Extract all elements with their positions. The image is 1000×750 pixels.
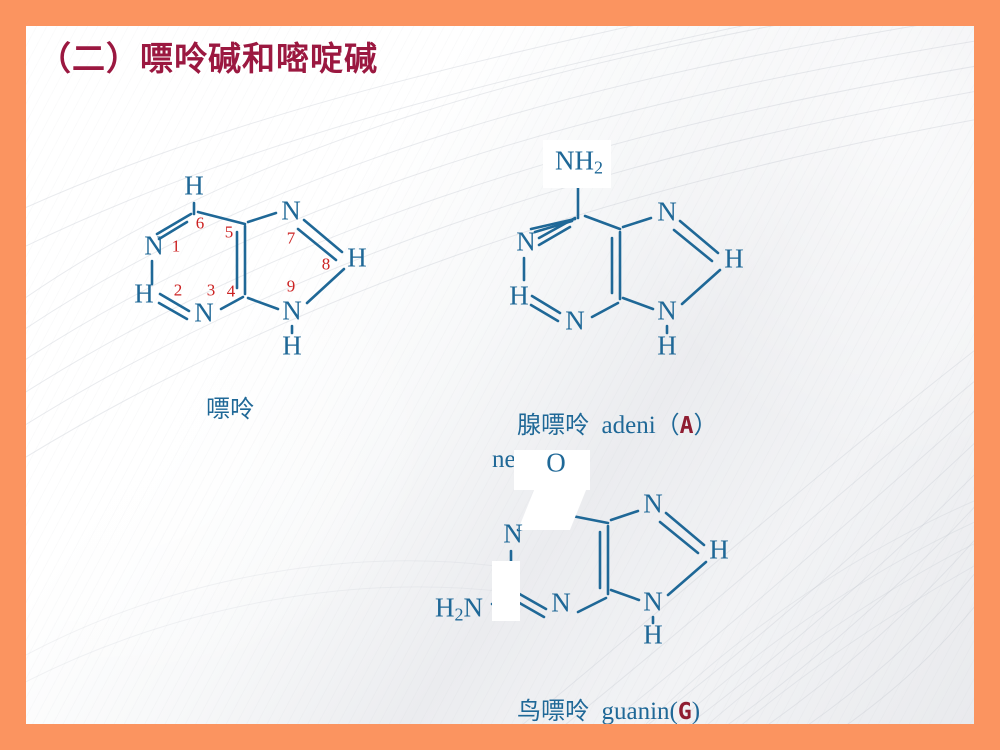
guanine-patch-top (514, 450, 590, 490)
purine-position-9: 9 (286, 276, 296, 296)
purine-atom-h-bottom: H (282, 330, 302, 361)
adenine-caption-paren-close: ） (693, 410, 718, 439)
guanine-atom-n3: N (551, 587, 571, 618)
purine-bonds (150, 201, 346, 335)
purine-structure: H N H N N H N H 1 2 3 4 5 6 7 8 9 (26, 26, 974, 724)
guanine-atom-h2n: H2N (435, 592, 483, 625)
adenine-atom-n1: N (516, 226, 536, 257)
adenine-caption-wrap: ne (492, 446, 516, 473)
guanine-caption-paren-close: ) (691, 697, 701, 725)
purine-atom-n7: N (281, 195, 301, 226)
guanine-atom-n7: N (643, 488, 663, 519)
guanine-atom-h-bottom: H (643, 619, 663, 650)
purine-atom-n9: N (282, 295, 302, 326)
guanine-caption-cjk: 鸟嘌呤 (517, 696, 589, 725)
adenine-atom-h-left: H (509, 280, 529, 311)
guanine-caption: 鸟嘌呤 guanin(G)e (492, 660, 822, 725)
adenine-atom-n7: N (657, 196, 677, 227)
guanine-caption-letter: G (677, 698, 692, 725)
guanine-patch-left (492, 561, 520, 621)
purine-atom-h-left: H (134, 278, 154, 309)
purine-position-2: 2 (173, 280, 183, 300)
page-title: （二）嘌呤碱和嘧啶碱 (38, 39, 378, 78)
purine-position-6: 6 (195, 213, 205, 233)
slide-canvas: （二）嘌呤碱和嘧啶碱 (26, 26, 974, 724)
guanine-caption-paren-open: ( (669, 697, 678, 725)
purine-caption: 嘌呤 (181, 358, 254, 462)
guanine-atom-h-right: H (709, 534, 729, 565)
adenine-caption-paren-open: （ (655, 410, 680, 439)
adenine-atom-h-bottom: H (657, 330, 677, 361)
purine-position-8: 8 (321, 254, 331, 274)
purine-atom-h-right: H (347, 242, 367, 273)
guanine-structure: O N H2N N N H N H (26, 26, 974, 724)
adenine-bonds (522, 179, 722, 335)
purine-atom-n1: N (144, 230, 164, 261)
adenine-atom-nh2: NH2 (555, 145, 603, 178)
purine-position-4: 4 (226, 281, 236, 301)
purine-atom-h-top: H (184, 170, 204, 201)
adenine-atom-n9: N (657, 295, 677, 326)
guanine-atom-o: O (546, 447, 566, 478)
guanine-atom-n1: N (503, 518, 523, 549)
adenine-caption-latin: adeni (601, 411, 656, 439)
adenine-atom-h-right: H (724, 243, 744, 274)
adenine-structure: NH2 N H N N H N H (26, 26, 974, 724)
purine-position-5: 5 (224, 222, 234, 242)
guanine-caption-latin: guanin (601, 697, 670, 725)
adenine-caption-letter: A (679, 412, 694, 439)
purine-position-1: 1 (171, 236, 181, 256)
purine-caption-text: 嘌呤 (206, 394, 254, 423)
adenine-label-patch (543, 140, 611, 188)
adenine-caption-cjk: 腺嘌呤 (517, 410, 589, 439)
purine-position-7: 7 (286, 228, 296, 248)
adenine-caption: 腺嘌呤 adeni（A） ne (492, 374, 812, 512)
purine-atom-n3: N (194, 297, 214, 328)
adenine-atom-n3: N (565, 305, 585, 336)
guanine-atom-n9: N (643, 586, 663, 617)
purine-position-3: 3 (206, 280, 216, 300)
